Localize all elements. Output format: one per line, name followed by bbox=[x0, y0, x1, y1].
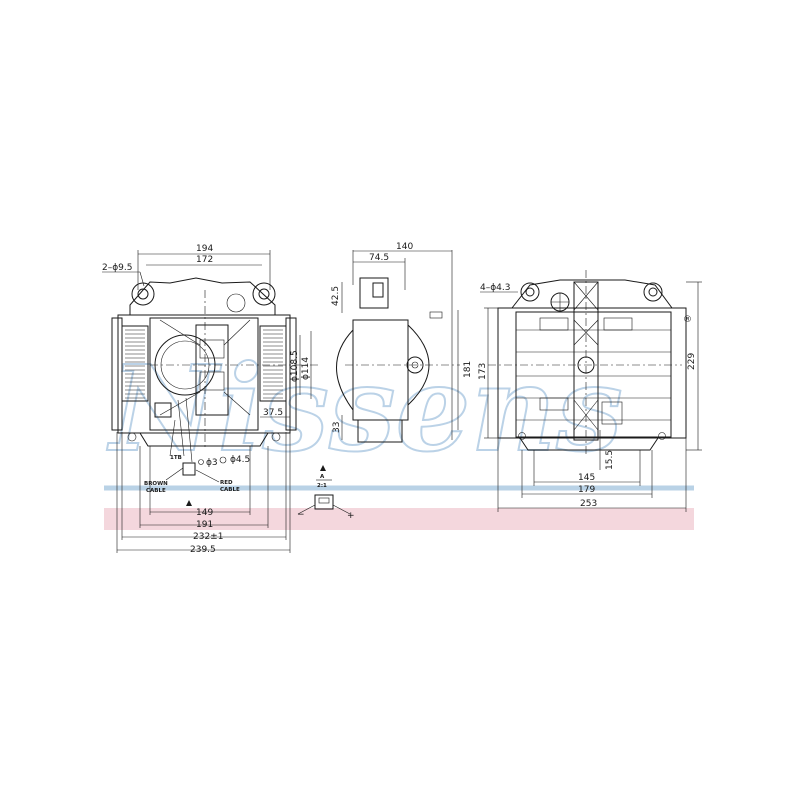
side-hub bbox=[406, 356, 424, 374]
detail-connector bbox=[314, 494, 334, 510]
detail-minus: − bbox=[297, 510, 305, 520]
dim-194: 194 bbox=[196, 244, 213, 254]
left-louvres bbox=[121, 325, 149, 402]
screw-4-5-icon bbox=[219, 456, 227, 464]
label-1tb: 1TB bbox=[170, 455, 182, 461]
dim-holes-right: 4–ϕ4.3 bbox=[480, 283, 510, 293]
view-marker-arrow bbox=[186, 500, 192, 506]
detail-title: A bbox=[320, 474, 325, 480]
dim-173: 173 bbox=[478, 363, 488, 380]
motor-bracket bbox=[195, 324, 229, 416]
dim-239-5: 239.5 bbox=[190, 545, 216, 555]
side-inlet-curve bbox=[336, 329, 354, 411]
dim-74-5: 74.5 bbox=[369, 253, 389, 263]
watermark-registered-mark: ® bbox=[683, 315, 692, 325]
front-base bbox=[139, 432, 269, 447]
resistor-block bbox=[154, 402, 172, 418]
right-louvres bbox=[259, 325, 287, 402]
detail-a: A 2:1 − + bbox=[297, 465, 355, 521]
screw-3-icon bbox=[198, 459, 204, 465]
right-housing bbox=[497, 307, 687, 439]
cable-leads bbox=[169, 397, 193, 463]
bottom-dims-front: 149 191 232±1 239.5 bbox=[116, 432, 291, 555]
left-mount-hole bbox=[137, 288, 149, 300]
label-brown-2: CABLE bbox=[146, 488, 166, 494]
dim-screw-4-5: ϕ4.5 bbox=[230, 455, 250, 465]
right-view: 4–ϕ4.3 bbox=[478, 270, 702, 512]
side-view: 140 74.5 42.5 33 181 bbox=[331, 242, 473, 443]
left-mount-ring bbox=[131, 282, 155, 306]
label-red-1: RED bbox=[220, 480, 233, 486]
label-red-2: CABLE bbox=[220, 487, 240, 493]
dim-screw-3: ϕ3 bbox=[206, 458, 218, 468]
detail-arrow bbox=[320, 465, 326, 471]
dim-33: 33 bbox=[332, 422, 342, 433]
watermark: Nissens ® bbox=[104, 315, 694, 530]
cable-connector bbox=[182, 462, 196, 476]
right-mount-ring bbox=[252, 282, 276, 306]
dim-149: 149 bbox=[196, 508, 213, 518]
detail-plus: + bbox=[347, 511, 355, 521]
label-brown-1: BROWN bbox=[144, 481, 168, 487]
dim-145: 145 bbox=[578, 473, 595, 483]
right-mount-hole bbox=[258, 288, 270, 300]
dim-232: 232±1 bbox=[193, 532, 223, 542]
dim-140: 140 bbox=[396, 242, 413, 252]
detail-scale: 2:1 bbox=[317, 483, 327, 489]
dim-37-5: 37.5 bbox=[263, 408, 283, 418]
front-housing bbox=[117, 314, 291, 434]
watermark-band bbox=[104, 508, 694, 530]
dim-229: 229 bbox=[687, 353, 697, 370]
dim-253: 253 bbox=[580, 499, 597, 509]
dim-15-5: 15.5 bbox=[605, 450, 615, 470]
watermark-text: Nissens bbox=[106, 339, 623, 478]
dim-114: ϕ114 bbox=[301, 357, 311, 380]
front-view: 194 172 2–ϕ9.5 bbox=[102, 244, 318, 555]
dim-179: 179 bbox=[578, 485, 595, 495]
right-connector-box bbox=[601, 401, 623, 425]
dim-181: 181 bbox=[463, 361, 473, 378]
dim-42-5: 42.5 bbox=[331, 286, 341, 306]
side-connector bbox=[359, 277, 389, 309]
center-panel bbox=[149, 317, 259, 431]
dim-172: 172 bbox=[196, 255, 213, 265]
dim-108-5: ϕ108.5 bbox=[290, 350, 300, 382]
dim-191: 191 bbox=[196, 520, 213, 530]
side-outlet bbox=[357, 419, 403, 443]
right-base bbox=[519, 437, 659, 451]
dim-holes-front: 2–ϕ9.5 bbox=[102, 263, 132, 273]
